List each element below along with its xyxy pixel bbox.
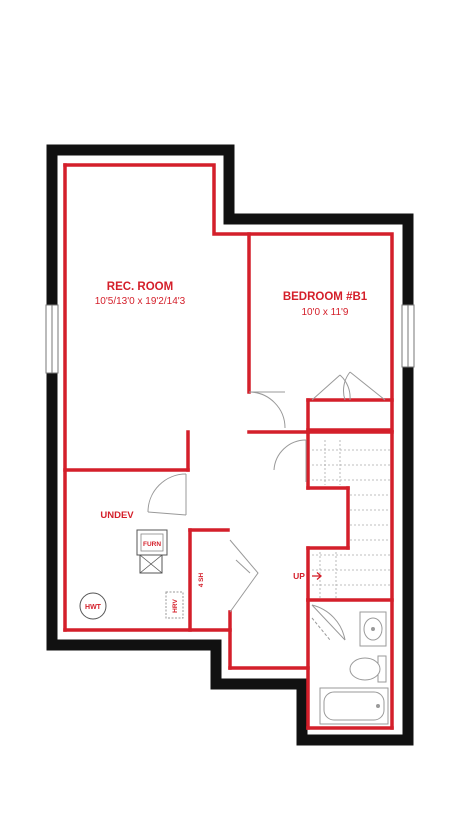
door-bedroom-closet xyxy=(311,371,386,401)
door-undev xyxy=(147,473,187,516)
door-shelf-closet xyxy=(229,539,259,613)
hwt-label: HWT xyxy=(85,604,102,611)
door-bedroom xyxy=(248,391,286,429)
hot-water-tank: HWT xyxy=(79,592,107,620)
bathroom-toilet xyxy=(349,655,387,683)
right-arrow-icon xyxy=(312,572,322,580)
window-left xyxy=(45,304,59,374)
hrv-unit: HRV xyxy=(165,591,184,619)
undev-name: UNDEV xyxy=(100,510,134,521)
door-stair xyxy=(273,439,307,482)
rec-room-name: REC. ROOM xyxy=(107,281,173,293)
bathroom-sink xyxy=(359,611,387,647)
bedroom-b1-name: BEDROOM #B1 xyxy=(283,291,368,303)
window-right xyxy=(401,304,415,368)
door-bathroom xyxy=(311,604,346,641)
bedroom-b1-dims: 10'0 x 11'9 xyxy=(301,307,348,318)
interior-walls xyxy=(63,163,394,730)
rec-room-dims: 10'5/13'0 x 19'2/14'3 xyxy=(95,296,186,307)
shelf-label: 4 SH xyxy=(198,572,205,587)
bathroom-tub xyxy=(319,687,389,725)
stairs-up-label: UP xyxy=(293,571,305,581)
stairs xyxy=(312,440,390,598)
hrv-label: HRV xyxy=(172,599,179,613)
furnace-label: FURN xyxy=(143,541,161,548)
exterior-wall xyxy=(46,144,414,746)
furnace: FURN xyxy=(136,529,168,574)
